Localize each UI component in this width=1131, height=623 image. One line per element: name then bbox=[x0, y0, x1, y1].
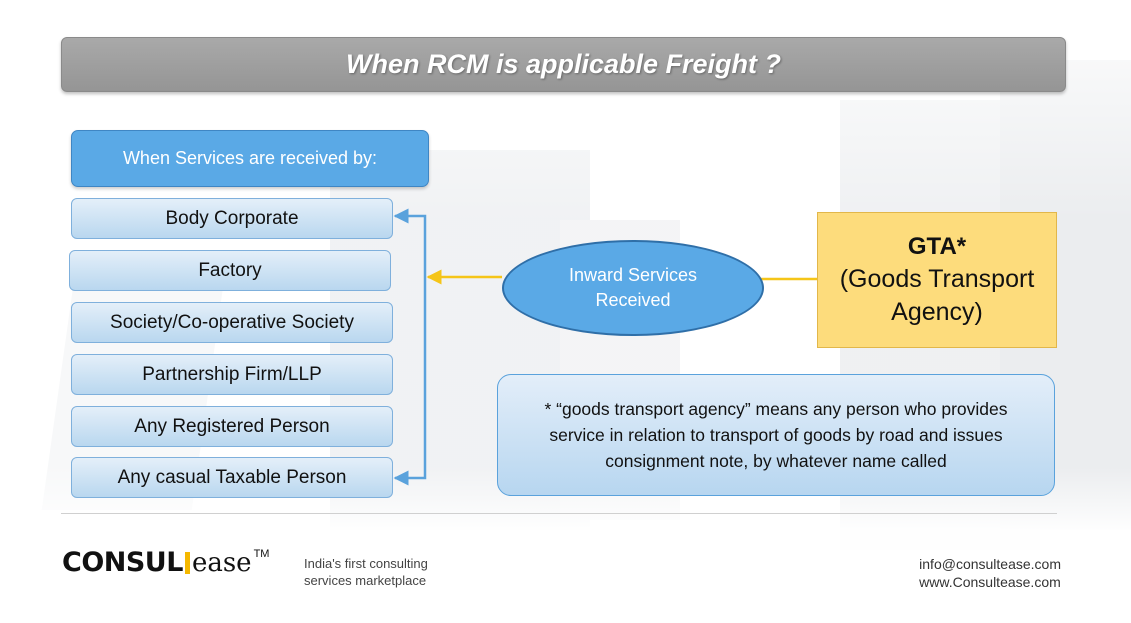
gta-title: GTA* bbox=[907, 233, 967, 260]
logo-trademark: TM bbox=[253, 548, 270, 560]
recipient-partnership-firm: Partnership Firm/LLP bbox=[71, 354, 393, 395]
logo-ease-text: ease bbox=[191, 548, 252, 578]
consultease-logo: CONSUL ease TM bbox=[62, 547, 270, 579]
recipient-registered-person: Any Registered Person bbox=[71, 406, 393, 447]
logo-consul-text: CONSUL bbox=[62, 547, 183, 578]
recipient-body-corporate: Body Corporate bbox=[71, 198, 393, 239]
gta-box: GTA* (Goods Transport Agency) bbox=[817, 212, 1057, 348]
contact-email: info@consultease.com bbox=[919, 556, 1061, 572]
recipient-factory: Factory bbox=[69, 250, 391, 291]
inward-services-line1: Inward Services bbox=[568, 265, 698, 285]
slide-title: When RCM is applicable Freight ? bbox=[345, 49, 782, 79]
gta-line1: (Goods Transport bbox=[839, 265, 1035, 293]
footer-tagline: India's first consulting services market… bbox=[304, 555, 428, 589]
recipients-header: When Services are received by: bbox=[71, 130, 429, 187]
gta-definition-note: * “goods transport agency” means any per… bbox=[497, 374, 1055, 496]
recipient-casual-taxable-person: Any casual Taxable Person bbox=[71, 457, 393, 498]
inward-services-line2: Received bbox=[595, 290, 671, 310]
tagline-line1: India's first consulting bbox=[304, 556, 428, 571]
footer-contact: info@consultease.com www.Consultease.com bbox=[919, 555, 1061, 591]
footer-divider bbox=[61, 513, 1057, 514]
inward-services-ellipse: Inward Services Received bbox=[502, 240, 764, 336]
slide-title-bar: When RCM is applicable Freight ? bbox=[61, 37, 1066, 92]
logo-mark-icon bbox=[184, 552, 190, 574]
tagline-line2: services marketplace bbox=[304, 573, 427, 588]
bracket-connector bbox=[393, 208, 427, 486]
gta-line2: Agency) bbox=[891, 298, 983, 326]
gta-definition-text: * “goods transport agency” means any per… bbox=[544, 399, 1008, 471]
recipient-society: Society/Co-operative Society bbox=[71, 302, 393, 343]
contact-website: www.Consultease.com bbox=[919, 574, 1061, 590]
